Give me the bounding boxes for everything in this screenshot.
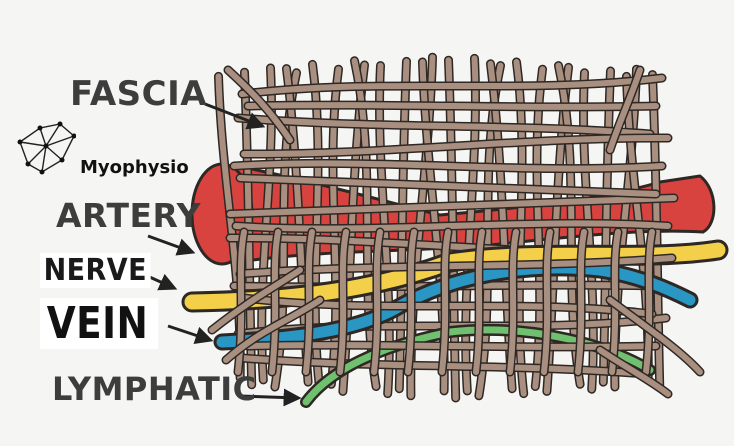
brand-logo: Myophysio — [16, 120, 189, 178]
fiber-horizontal — [235, 115, 653, 137]
fiber-diagonal — [607, 297, 703, 375]
fiber-horizontal — [233, 220, 671, 232]
fiber-vertical-front — [609, 229, 621, 375]
vein-vessel — [213, 259, 699, 351]
artery-label: ARTERY — [56, 196, 202, 235]
fascia-arrow — [204, 102, 266, 130]
fiber-diagonal — [223, 297, 323, 363]
fiber-vertical-front — [371, 229, 383, 375]
lymphatic-arrow — [239, 388, 302, 407]
fascia-fibers-front — [207, 65, 705, 399]
fiber-vertical-front — [473, 229, 485, 375]
lymphatic-label: LYMPHATIC — [52, 370, 257, 408]
fiber-diagonal — [225, 67, 293, 143]
fiber-vertical-front — [269, 229, 281, 375]
fiber-diagonal — [209, 267, 303, 333]
vein-label: VEIN — [40, 298, 159, 349]
brand-name: Myophysio — [80, 157, 189, 178]
fascia-label: FASCIA — [70, 74, 208, 114]
fiber-vertical-front — [575, 229, 587, 375]
fiber-vertical-front — [405, 229, 417, 375]
fiber-diagonal — [597, 347, 671, 397]
fiber-horizontal — [245, 102, 659, 110]
fiber-horizontal — [239, 75, 665, 97]
wireframe-polyhedron-icon — [17, 121, 76, 175]
fiber-vertical-front — [439, 229, 451, 375]
fiber-horizontal — [227, 195, 677, 217]
fiber-vertical-front — [507, 229, 519, 375]
nerve-label: NERVE — [40, 253, 151, 288]
fiber-vertical-front — [541, 229, 553, 375]
fiber-vertical-front — [337, 229, 349, 375]
fiber-horizontal — [237, 175, 659, 197]
vein-arrow — [167, 324, 214, 344]
fiber-horizontal — [231, 160, 665, 172]
artery-arrow — [147, 234, 196, 256]
fiber-vertical-front — [643, 229, 655, 375]
fiber-vertical-front — [303, 229, 315, 375]
fiber-diagonal — [607, 67, 643, 153]
